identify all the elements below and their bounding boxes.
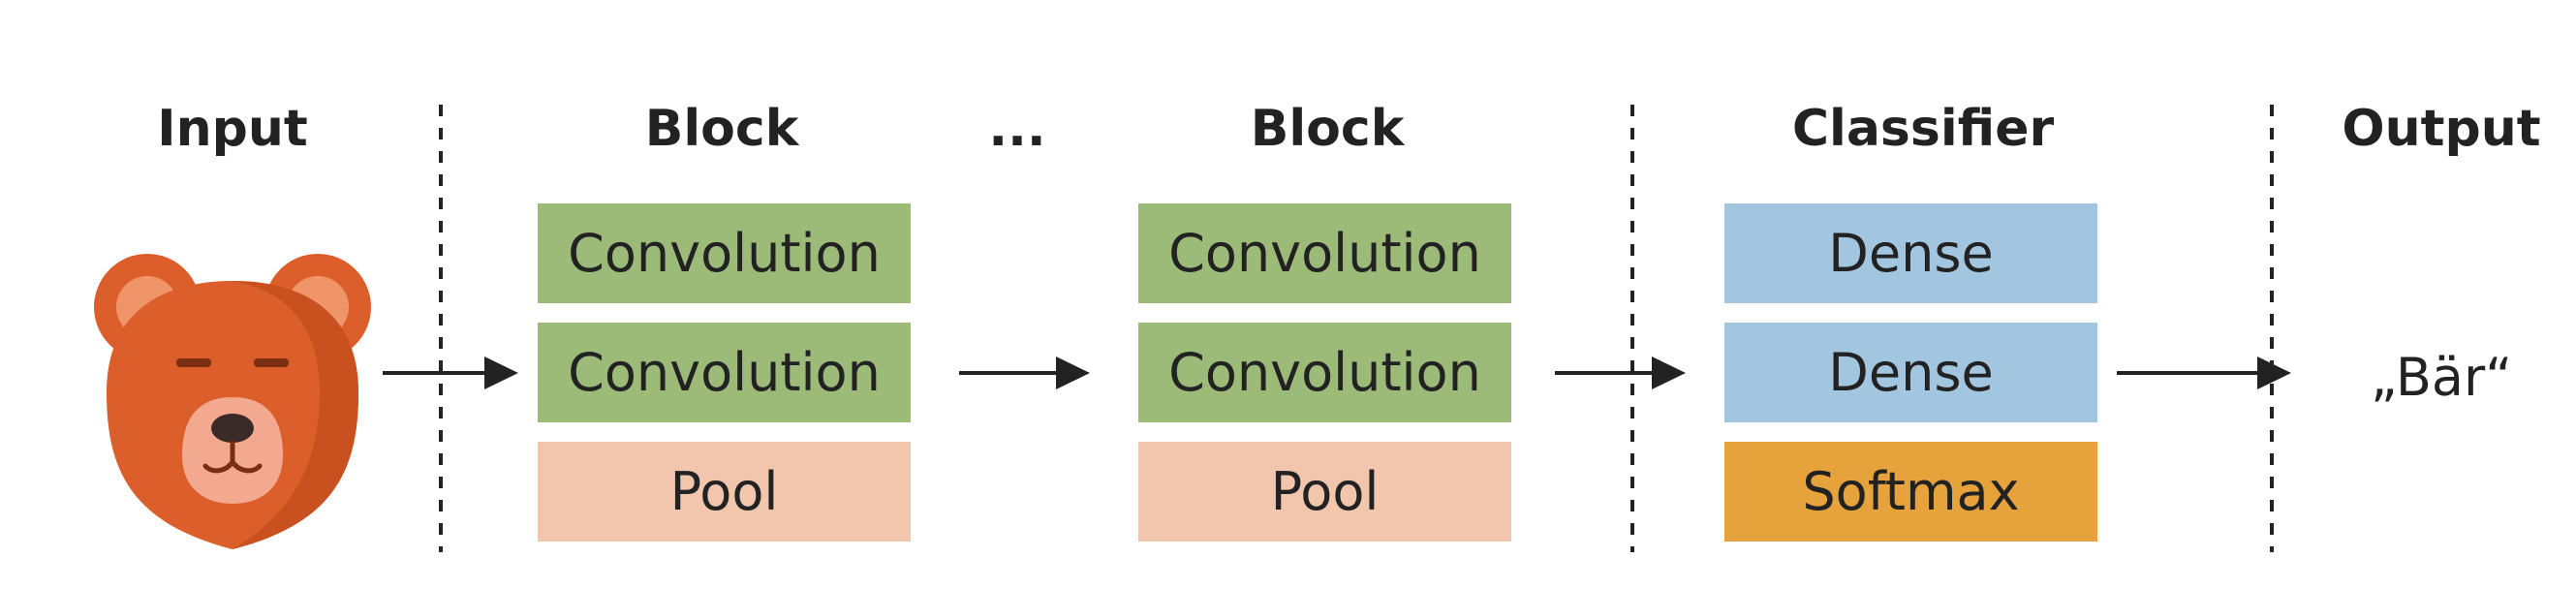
arrow-classifier-to-output bbox=[2117, 356, 2291, 389]
classifier-layer-softmax: Softmax bbox=[1724, 442, 2097, 542]
block1-layer-pool: Pool bbox=[538, 442, 911, 542]
block1-layer-convolution-1: Convolution bbox=[538, 203, 911, 303]
output-label: „Bär“ bbox=[2370, 347, 2513, 408]
bear-face-icon bbox=[94, 254, 371, 549]
block1-layer-convolution-2: Convolution bbox=[538, 323, 911, 422]
block2-layer-convolution-2: Convolution bbox=[1138, 323, 1511, 422]
arrow-block-to-block bbox=[959, 356, 1090, 389]
header-input: Input bbox=[157, 100, 308, 158]
header-block-2: Block bbox=[1250, 100, 1405, 158]
classifier-layer-dense-1: Dense bbox=[1724, 203, 2097, 303]
arrow-block-to-classifier bbox=[1555, 356, 1686, 389]
block2-layer-pool: Pool bbox=[1138, 442, 1511, 542]
header-classifier: Classifier bbox=[1791, 100, 2055, 158]
header-ellipsis: ... bbox=[988, 100, 1046, 158]
block2-layer-convolution-1: Convolution bbox=[1138, 203, 1511, 303]
header-block-1: Block bbox=[644, 100, 799, 158]
classifier-layer-dense-2: Dense bbox=[1724, 323, 2097, 422]
header-output: Output bbox=[2342, 100, 2541, 158]
arrow-input-to-block bbox=[383, 356, 518, 389]
